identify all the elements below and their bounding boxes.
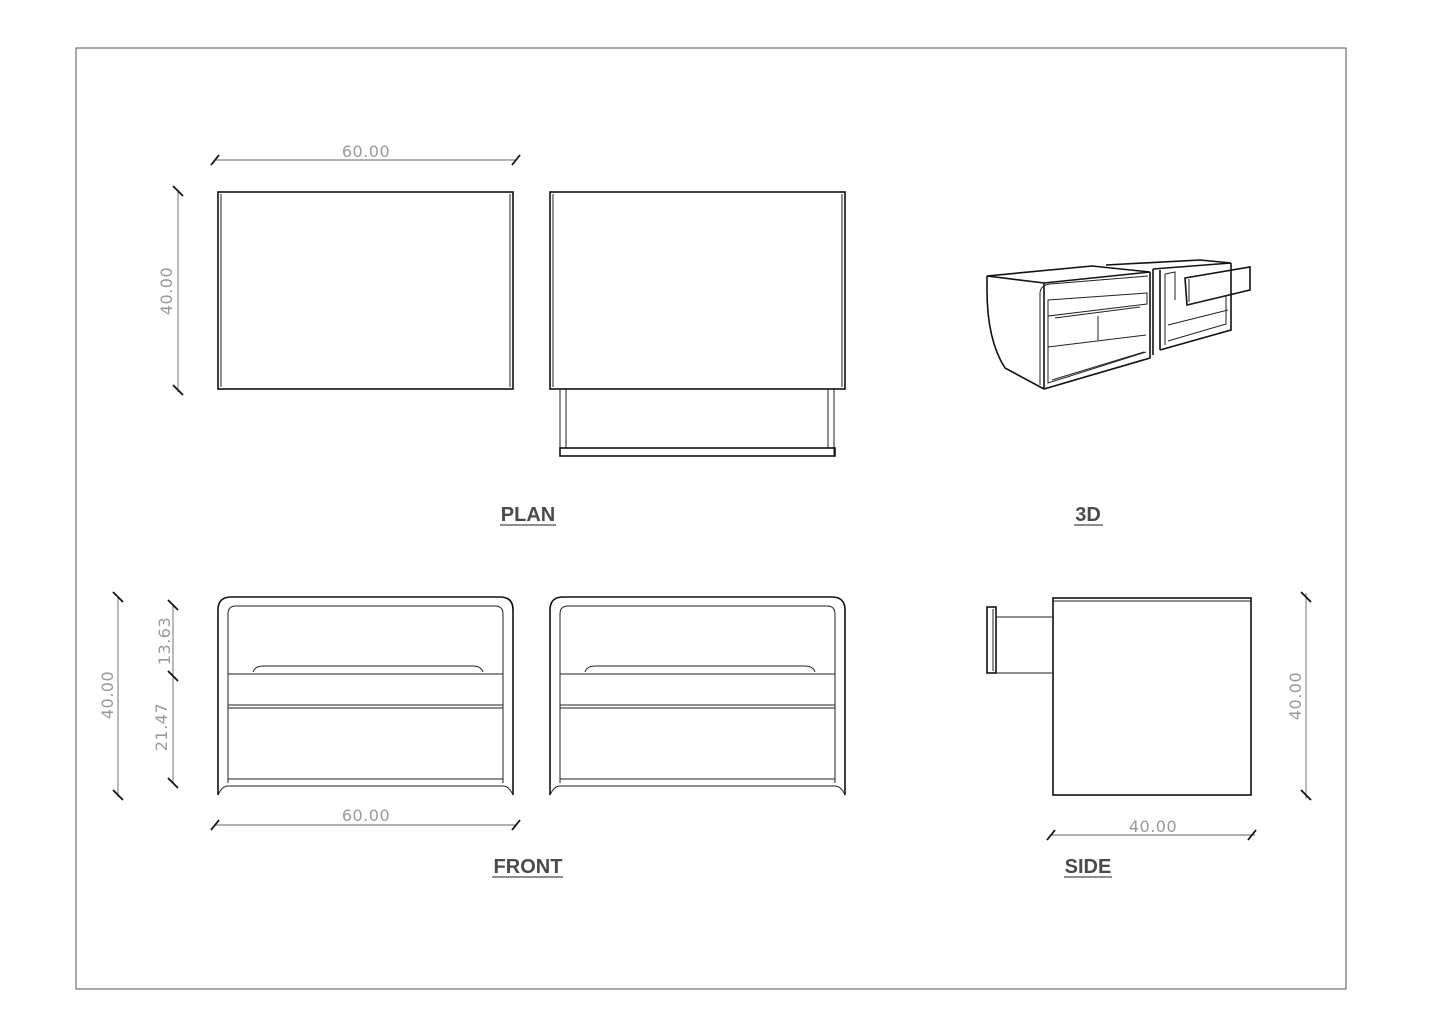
side-cabinet bbox=[986, 597, 1252, 796]
front-upper-label: 13.63 bbox=[155, 617, 174, 665]
three-d-title: 3D bbox=[1075, 504, 1101, 526]
three-d-view: 3D bbox=[986, 259, 1251, 526]
side-height-label: 40.00 bbox=[1286, 672, 1305, 720]
front-lower-label: 21.47 bbox=[152, 703, 171, 751]
three-d-cabinet-open bbox=[1105, 259, 1251, 355]
front-width-label: 60.00 bbox=[342, 806, 390, 825]
plan-view: 60.00 40.00 PLAN bbox=[157, 142, 846, 526]
plan-top-closed bbox=[217, 191, 514, 390]
side-view: 40.00 40.00 SIDE bbox=[986, 591, 1312, 878]
plan-title: PLAN bbox=[501, 504, 555, 526]
front-height-dimension: 40.00 bbox=[98, 591, 124, 801]
front-cabinet-2 bbox=[549, 596, 846, 796]
sheet-border bbox=[75, 47, 1347, 990]
front-cabinet-1 bbox=[217, 596, 514, 796]
plan-depth-label: 40.00 bbox=[157, 267, 176, 315]
side-width-label: 40.00 bbox=[1129, 817, 1177, 836]
three-d-cabinet-closed bbox=[986, 265, 1151, 390]
side-height-dimension: 40.00 bbox=[1286, 591, 1312, 801]
side-title: SIDE bbox=[1065, 856, 1112, 878]
plan-top-drawer-open bbox=[549, 191, 846, 457]
front-width-dimension: 60.00 bbox=[210, 806, 521, 831]
side-width-dimension: 40.00 bbox=[1046, 817, 1257, 841]
front-title: FRONT bbox=[494, 856, 563, 878]
front-height-label: 40.00 bbox=[98, 671, 117, 719]
plan-depth-dimension: 40.00 bbox=[157, 185, 184, 396]
plan-width-dimension: 60.00 bbox=[210, 142, 521, 166]
front-view: 40.00 13.63 21.47 bbox=[98, 591, 846, 878]
front-split-dimension: 13.63 21.47 bbox=[152, 599, 179, 789]
plan-width-label: 60.00 bbox=[342, 142, 390, 161]
